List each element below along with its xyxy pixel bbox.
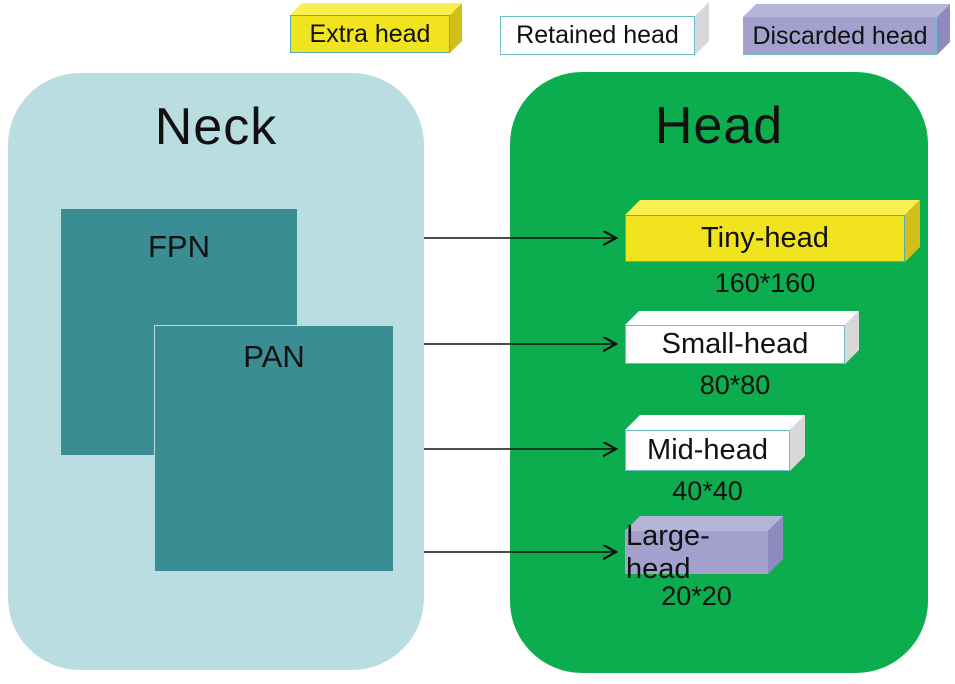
box-top-face — [290, 3, 462, 15]
box-side-face — [905, 200, 920, 262]
legend-label: Retained head — [516, 21, 679, 49]
box-front-face: Large-head — [625, 520, 768, 585]
box-top-face — [625, 516, 783, 531]
tiny-head-size: 160*160 — [714, 268, 816, 298]
pan-block: PAN — [154, 325, 394, 572]
box-side-face — [790, 415, 805, 471]
head-box-label: Small-head — [661, 328, 809, 360]
head-panel-title: Head — [654, 97, 784, 155]
box-front-face: Small-head — [625, 325, 845, 364]
box-front-face: Extra head — [290, 15, 450, 53]
large-head-size: 20*20 — [661, 581, 732, 611]
head-box-label: Large-head — [626, 519, 710, 585]
box-side-face — [768, 516, 783, 574]
box-top-face — [500, 2, 709, 16]
small-head-size: 80*80 — [699, 370, 771, 400]
neck-panel: Neck FPN PAN — [8, 73, 424, 670]
legend-item-extra-head: Extra head — [290, 3, 462, 53]
pan-block-label: PAN — [243, 339, 305, 374]
legend-label: Extra head — [309, 19, 431, 48]
legend-item-discarded-head: Discarded head — [743, 4, 950, 55]
box-side-face — [845, 311, 859, 364]
box-top-face — [743, 4, 950, 17]
box-side-face — [695, 2, 709, 55]
neck-panel-title: Neck — [154, 98, 278, 156]
legend-item-retained-head: Retained head — [500, 2, 709, 55]
head-box-label: Tiny-head — [701, 222, 829, 254]
box-side-face — [937, 4, 950, 55]
box-front-face: Mid-head — [625, 430, 790, 471]
fpn-block-label: FPN — [148, 229, 210, 264]
head-box-label: Mid-head — [647, 434, 768, 466]
legend-label: Discarded head — [752, 21, 928, 50]
small-head-box: Small-head — [625, 311, 859, 364]
large-head-box: Large-head — [625, 516, 783, 585]
mid-head-size: 40*40 — [672, 476, 743, 506]
mid-head-box: Mid-head — [625, 415, 805, 471]
box-front-face: Tiny-head — [625, 215, 905, 262]
box-front-face: Discarded head — [743, 17, 937, 55]
box-front-face: Retained head — [500, 16, 695, 55]
box-side-face — [450, 3, 462, 53]
box-top-face — [625, 200, 920, 215]
box-top-face — [625, 415, 805, 430]
box-top-face — [625, 311, 859, 325]
tiny-head-box: Tiny-head — [625, 200, 920, 262]
